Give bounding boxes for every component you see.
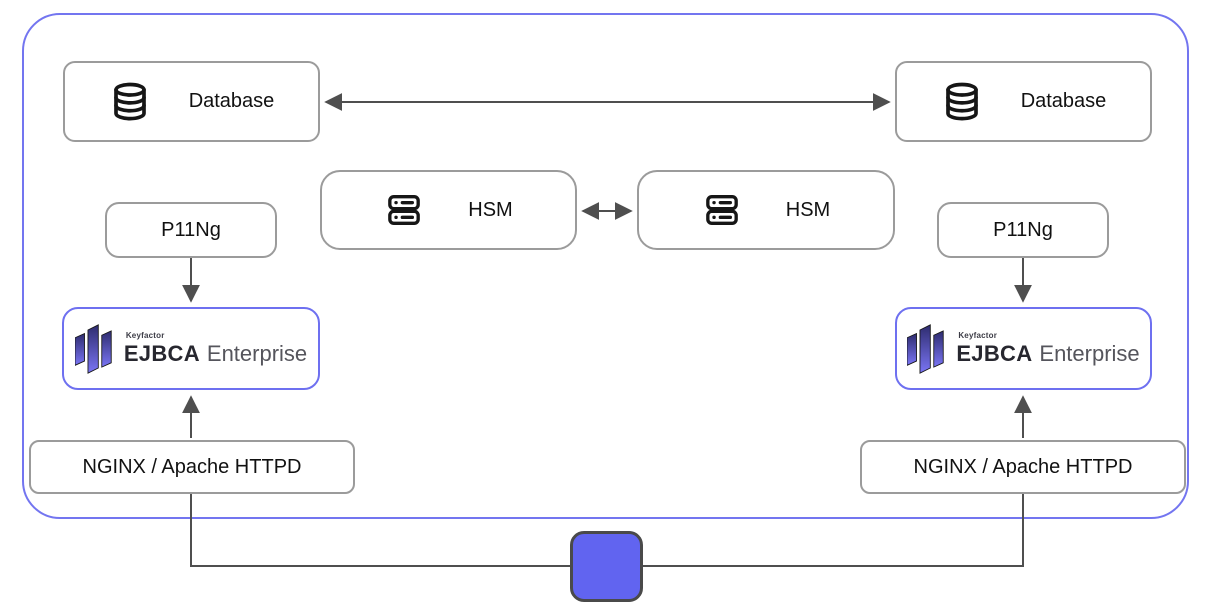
database-icon (941, 81, 983, 123)
node-label: P11Ng (993, 218, 1053, 241)
keyfactor-brand-label: Keyfactor (958, 331, 998, 340)
node-database-right[interactable]: Database (895, 61, 1152, 142)
keyfactor-logo-icon (74, 323, 113, 374)
node-label: Database (1020, 90, 1107, 112)
server-icon (702, 190, 742, 230)
ejbca-logo-lockup: Keyfactor EJBCA Enterprise (907, 323, 1140, 374)
node-label: NGINX / Apache HTTPD (913, 455, 1133, 478)
ejbca-product-label: EJBCA (956, 341, 1033, 366)
node-nginx-right[interactable]: NGINX / Apache HTTPD (860, 440, 1186, 494)
node-label: Database (188, 90, 275, 112)
node-database-left[interactable]: Database (63, 61, 320, 142)
ejbca-logo-lockup: Keyfactor EJBCA Enterprise (74, 323, 308, 374)
load-balancer-node[interactable] (570, 531, 643, 602)
node-p11ng-right[interactable]: P11Ng (937, 202, 1109, 258)
keyfactor-logo-icon (907, 323, 945, 374)
keyfactor-brand-label: Keyfactor (125, 331, 165, 340)
node-ejbca-left[interactable]: Keyfactor EJBCA Enterprise (62, 307, 320, 390)
node-ejbca-right[interactable]: Keyfactor EJBCA Enterprise (895, 307, 1152, 390)
ejbca-edition-label: Enterprise (1039, 341, 1140, 366)
node-nginx-left[interactable]: NGINX / Apache HTTPD (29, 440, 355, 494)
cluster-boundary (22, 13, 1189, 519)
node-hsm-left[interactable]: HSM (320, 170, 577, 250)
server-icon (384, 190, 424, 230)
node-hsm-right[interactable]: HSM (637, 170, 895, 250)
node-label: HSM (785, 198, 831, 221)
node-p11ng-left[interactable]: P11Ng (105, 202, 277, 258)
node-label: NGINX / Apache HTTPD (82, 455, 302, 478)
node-label: P11Ng (161, 218, 221, 241)
ejbca-edition-label: Enterprise (206, 341, 308, 366)
database-icon (109, 81, 151, 123)
node-label: HSM (468, 198, 513, 221)
ejbca-product-label: EJBCA (123, 341, 200, 366)
